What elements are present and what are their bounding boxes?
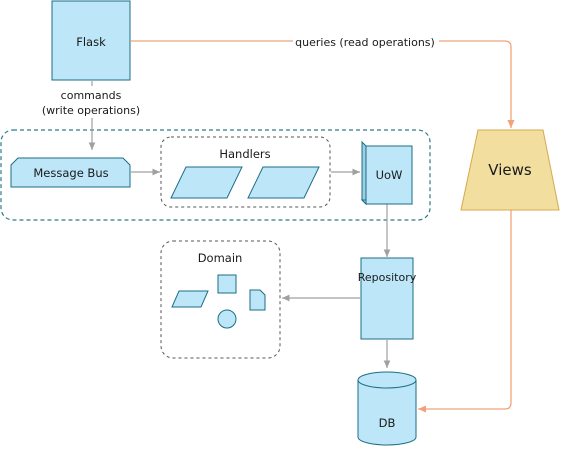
message-bus-node — [10, 157, 131, 188]
arrow-views-to-db — [418, 210, 512, 413]
handlers-group — [160, 136, 331, 208]
views-node — [460, 129, 560, 211]
views-label: Views — [488, 161, 532, 179]
handler-shape-2 — [247, 166, 320, 199]
uow-label: UoW — [376, 168, 403, 182]
domain-entity-icon — [171, 290, 209, 308]
domain-group — [160, 240, 281, 359]
repository-label: Repository — [358, 271, 417, 284]
domain-label: Domain — [198, 251, 243, 265]
arrow-flask-to-views — [131, 40, 515, 128]
db-node — [357, 371, 417, 446]
flask-node — [51, 0, 131, 81]
message-bus-label: Message Bus — [33, 166, 108, 180]
domain-circle-icon — [217, 309, 237, 329]
queries-label: queries (read operations) — [295, 36, 435, 49]
domain-document-icon — [249, 289, 266, 311]
handler-shape-1 — [170, 166, 243, 199]
service-layer-group — [0, 129, 431, 221]
repository-node — [360, 257, 414, 340]
flask-label: Flask — [76, 35, 106, 49]
uow-node — [360, 140, 414, 206]
commands-label-line2: (write operations) — [42, 104, 140, 117]
db-label: DB — [379, 416, 396, 430]
commands-label-line1: commands — [61, 89, 122, 102]
domain-value-object-icon — [217, 274, 237, 294]
handlers-label: Handlers — [219, 147, 270, 161]
